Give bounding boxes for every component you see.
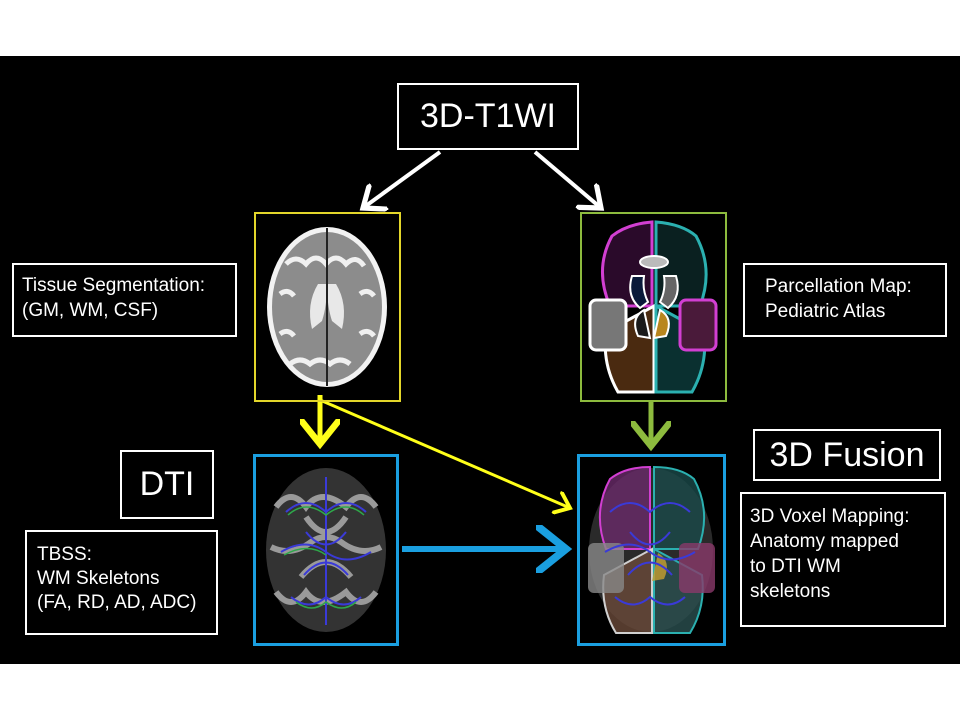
tbss-line-1: TBSS: — [37, 544, 92, 565]
voxel-line-3: to DTI WM — [750, 556, 841, 577]
dti-label-box: DTI — [120, 450, 214, 519]
arrow-t1-to-segmentation — [363, 150, 442, 208]
parcellation-map-box: Parcellation Map: Pediatric Atlas — [743, 263, 947, 337]
voxel-line-4: skeletons — [750, 581, 831, 602]
voxel-line-2: Anatomy mapped — [750, 531, 899, 552]
parcellation-image-frame — [580, 212, 727, 402]
dti-skeleton-image — [266, 468, 386, 632]
fusion-brain-image — [588, 465, 715, 634]
segmentation-image-frame — [254, 212, 401, 402]
tbss-line-3: (FA, RD, AD, ADC) — [37, 592, 197, 613]
voxel-mapping-box: 3D Voxel Mapping: Anatomy mapped to DTI … — [740, 492, 946, 627]
tissue-segmentation-box: Tissue Segmentation: (GM, WM, CSF) — [12, 263, 237, 337]
fusion-label-text: 3D Fusion — [769, 435, 925, 474]
tbss-box: TBSS: WM Skeletons (FA, RD, AD, ADC) — [25, 530, 218, 635]
segmentation-brain-image — [267, 227, 387, 387]
arrow-segmentation-to-fusion — [319, 398, 570, 508]
voxel-line-1: 3D Voxel Mapping: — [750, 506, 910, 527]
dti-image-frame — [253, 454, 399, 646]
dti-label-text: DTI — [139, 465, 195, 503]
title-text: 3D-T1WI — [420, 97, 556, 135]
title-box-3d-t1wi: 3D-T1WI — [397, 83, 579, 150]
tissue-segmentation-line-1: Tissue Segmentation: — [22, 275, 206, 296]
parcellation-line-2: Pediatric Atlas — [765, 301, 886, 322]
arrows-layer — [0, 150, 960, 664]
arrow-t1-to-parcellation — [533, 150, 601, 208]
parcellation-brain-image — [588, 220, 718, 394]
diagram-canvas: 3D-T1WI Tissue Segmentation: (GM, WM, CS… — [0, 56, 960, 664]
fusion-label-box: 3D Fusion — [753, 429, 941, 481]
tissue-segmentation-line-2: (GM, WM, CSF) — [22, 300, 159, 321]
tbss-line-2: WM Skeletons — [37, 568, 160, 589]
parcellation-line-1: Parcellation Map: — [765, 276, 912, 297]
fusion-image-frame — [577, 454, 726, 646]
